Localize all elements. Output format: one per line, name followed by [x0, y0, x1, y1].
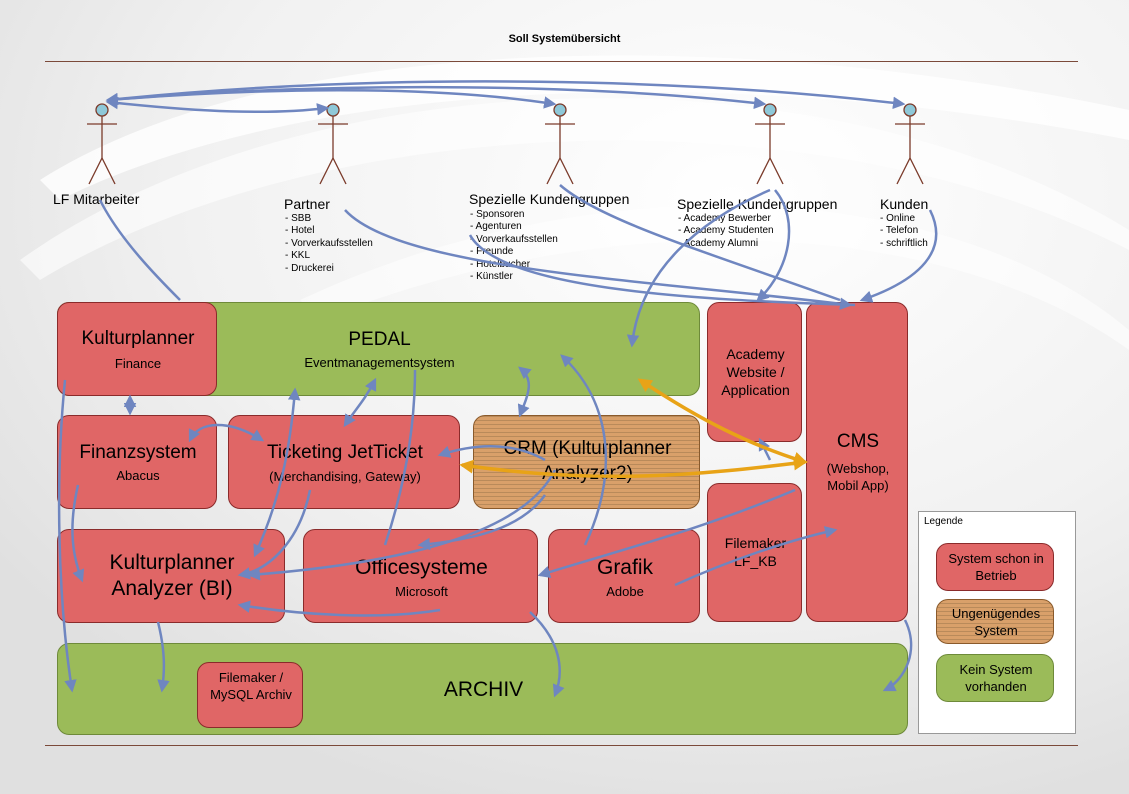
filemaker-kb-title: Filemaker LF_KB [724, 535, 787, 569]
actor-kunden-list: - Online - Telefon - schriftlich [880, 213, 928, 250]
academy-website-title: Academy Website / Application [721, 346, 790, 398]
finanzsystem-subtitle: Abacus [116, 468, 160, 483]
actor-figure-kunden [895, 103, 925, 185]
actor-partner-list: - SBB - Hotel - Vorverkaufsstellen - KKL… [285, 213, 373, 275]
actor-kunden-name: Kunden [880, 196, 929, 212]
pedal-subtitle: Eventmanagementsystem [304, 355, 455, 370]
actor-spezielle-1-name: Spezielle Kundengruppen [469, 191, 630, 207]
list-item: - Academy Alumni [678, 237, 759, 249]
cms-box: CMS (Webshop, Mobil App) [806, 302, 908, 622]
actor-figure-spezielle-2 [755, 103, 785, 185]
actor-lf-mitarbeiter-name: LF Mitarbeiter [53, 191, 140, 207]
page-title: Soll Systemübersicht [508, 33, 621, 45]
list-item: - Vorverkaufsstellen [285, 237, 373, 249]
ticketing-title: Ticketing JetTicket [267, 442, 423, 463]
finanzsystem-box: Finanzsystem Abacus [57, 415, 217, 509]
kulturplanner-analyzer-title: Kulturplanner Analyzer (BI) [109, 551, 235, 600]
cms-title: CMS [836, 431, 880, 452]
legend-item-in-betrieb: System schon in Betrieb [936, 543, 1054, 591]
legend-item-ungenuegend: Ungenügendes System [936, 599, 1054, 644]
list-item: - Academy Studenten [678, 225, 774, 237]
grafik-subtitle: Adobe [606, 584, 644, 599]
actor-figure-partner [318, 103, 348, 185]
actor-partner-name: Partner [284, 196, 330, 212]
cms-subtitle: (Webshop, Mobil App) [826, 461, 890, 493]
list-item: - Vorverkaufsstellen [470, 233, 558, 245]
actor-figure-spezielle-1 [545, 103, 575, 185]
legend-title: Legende [924, 516, 963, 527]
kulturplanner-finance-box: Kulturplanner Finance [57, 302, 217, 396]
officesysteme-box: Officesysteme Microsoft [303, 529, 538, 623]
finanzsystem-title: Finanzsystem [79, 442, 197, 463]
ticketing-subtitle: (Merchandising, Gateway) [269, 469, 421, 484]
actor-figure-lf-mitarbeiter [87, 103, 117, 185]
list-item: - Freunde [470, 246, 514, 258]
actor-figures [87, 103, 925, 185]
filemaker-kb-box: Filemaker LF_KB [707, 483, 802, 622]
list-item: - KKL [285, 250, 311, 262]
archiv-box: ARCHIV [57, 643, 908, 735]
filemaker-archiv-title: Filemaker / MySQL Archiv [210, 670, 292, 702]
actor-spezielle-2-list: - Academy Bewerber - Academy Studenten -… [678, 213, 774, 250]
filemaker-archiv-box: Filemaker / MySQL Archiv [197, 662, 303, 728]
crm-title: CRM (Kulturplanner Analyzer2) [503, 438, 672, 484]
ticketing-box: Ticketing JetTicket (Merchandising, Gate… [228, 415, 460, 509]
officesysteme-subtitle: Microsoft [395, 584, 448, 599]
list-item: - Agenturen [470, 221, 522, 233]
officesysteme-title: Officesysteme [355, 556, 488, 579]
bottom-divider [45, 745, 1078, 746]
grafik-title: Grafik [596, 556, 653, 579]
list-item: - Sponsoren [470, 209, 525, 220]
crm-box: CRM (Kulturplanner Analyzer2) [473, 415, 700, 509]
legend-label: System schon in Betrieb [948, 551, 1044, 583]
legend-item-kein-system: Kein System vorhanden [936, 654, 1054, 702]
list-item: - Hotel [285, 225, 315, 237]
pedal-title: PEDAL [348, 329, 411, 350]
list-item: - Hotelbucher [470, 258, 531, 270]
legend-label: Ungenügendes System [951, 606, 1041, 638]
list-item: - Online [880, 213, 916, 224]
grafik-box: Grafik Adobe [548, 529, 700, 623]
actor-spezielle-2-name: Spezielle Kundengruppen [677, 196, 838, 212]
list-item: - schriftlich [880, 237, 928, 249]
legend: Legende System schon in Betrieb Ungenüge… [918, 511, 1076, 734]
kulturplanner-finance-subtitle: Finance [114, 356, 162, 371]
list-item: - Telefon [880, 225, 919, 237]
kulturplanner-analyzer-box: Kulturplanner Analyzer (BI) [57, 529, 285, 623]
list-item: - Druckerei [285, 262, 334, 274]
actor-spezielle-1-list: - Sponsoren - Agenturen - Vorverkaufsste… [470, 209, 558, 283]
legend-label: Kein System vorhanden [959, 662, 1033, 694]
academy-website-box: Academy Website / Application [707, 302, 802, 442]
list-item: - Academy Bewerber [678, 213, 771, 224]
list-item: - Künstler [470, 271, 513, 283]
top-divider [45, 61, 1078, 62]
kulturplanner-finance-title: Kulturplanner [81, 328, 195, 349]
list-item: - SBB [285, 213, 312, 224]
archiv-title: ARCHIV [443, 678, 524, 701]
